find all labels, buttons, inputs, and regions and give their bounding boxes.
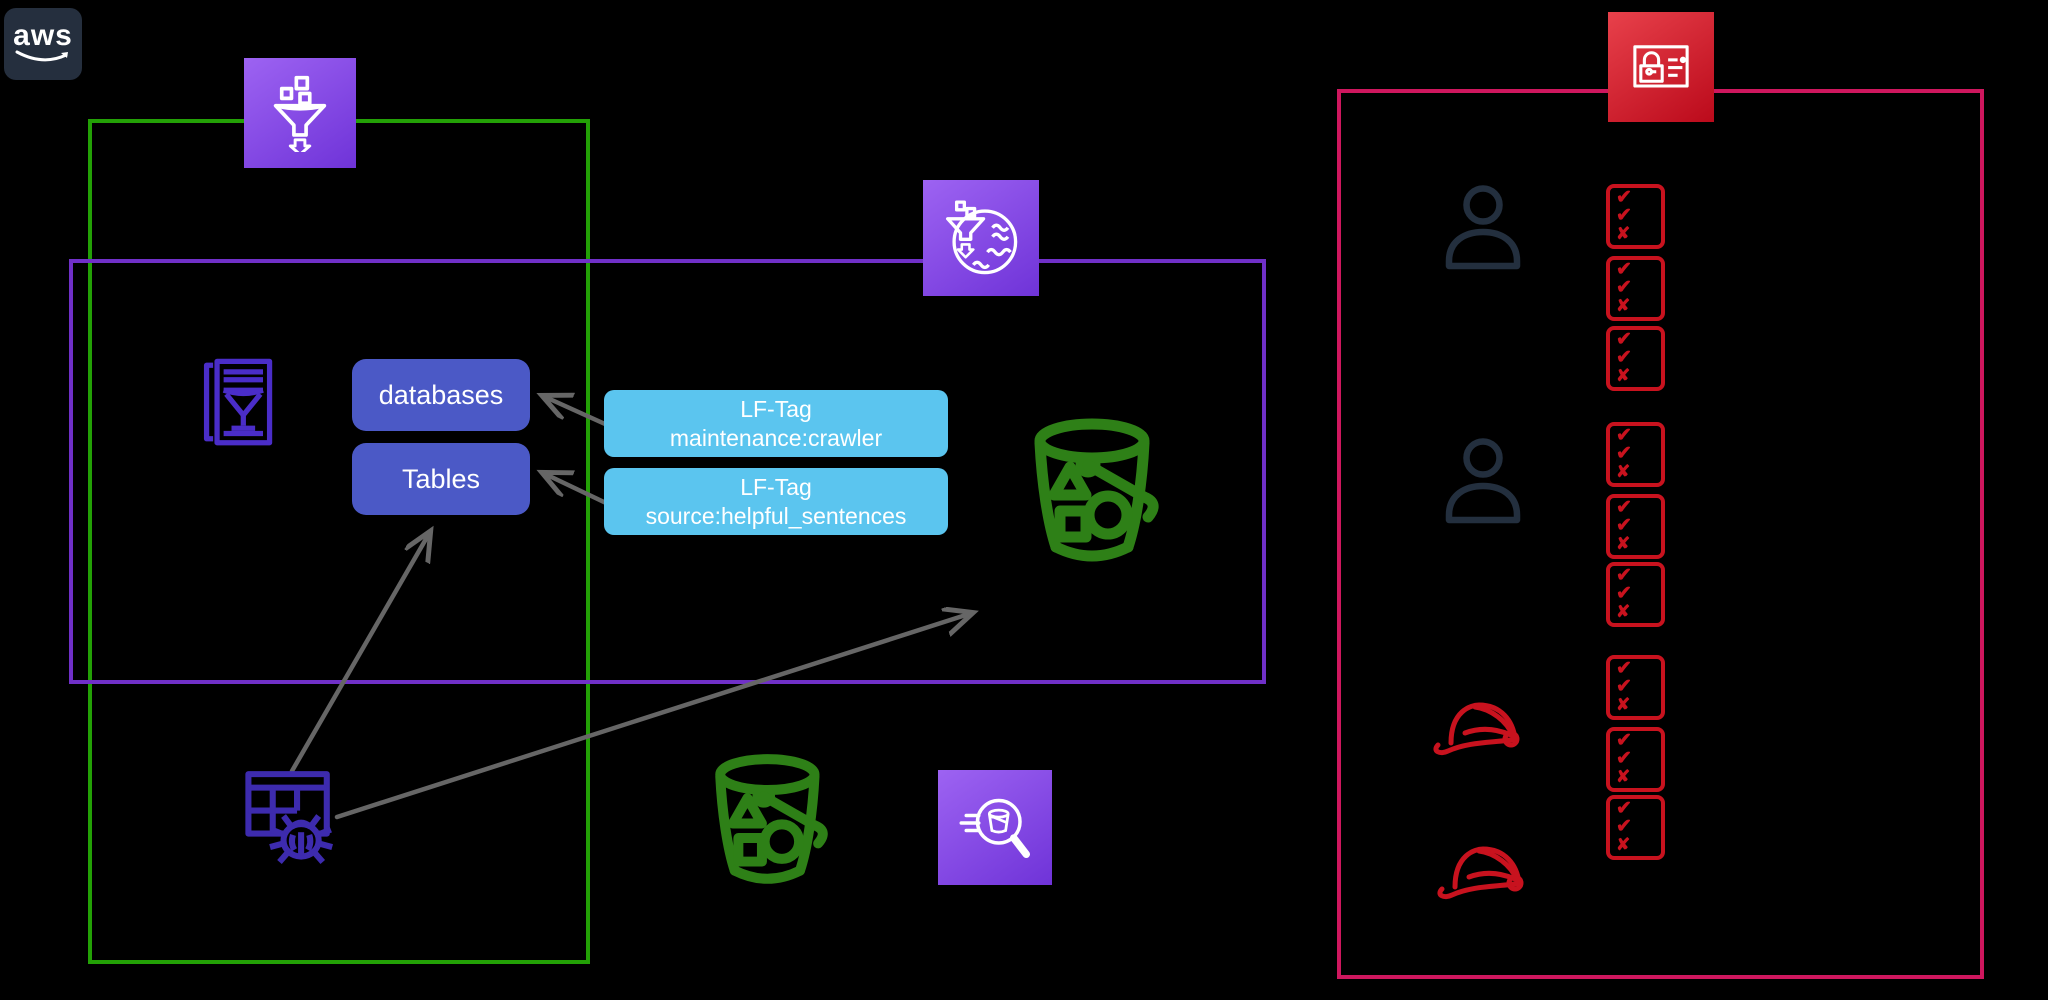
glue-crawler-icon [243,766,343,871]
aws-logo-text: aws [13,19,73,52]
permission-card: ✔ ✔ ✘ [1606,494,1665,559]
purple-lake-formation-box [69,259,1266,684]
permission-card: ✔ ✔ ✘ [1606,184,1665,249]
permission-card: ✔ ✔ ✘ [1606,326,1665,391]
user-icon [1440,182,1526,275]
aws-iam-icon [1608,12,1714,122]
permission-card: ✔ ✔ ✘ [1606,562,1665,627]
permission-card: ✔ ✔ ✘ [1606,256,1665,321]
hard-hat-icon [1434,838,1528,905]
databases-box: databases [352,359,530,431]
tables-label: Tables [401,463,481,494]
lf-tag-value: maintenance:crawler [669,424,883,451]
amazon-athena-icon [938,770,1052,885]
lf-tag-maintenance-box: LF-Tag maintenance:crawler [604,390,948,457]
s3-bucket-icon [703,751,839,901]
s3-bucket-icon [1028,414,1164,581]
lf-tag-title: LF-Tag [740,473,812,500]
aws-smile-icon [15,50,68,62]
aws-logo: aws [4,8,82,80]
glue-data-catalog-icon [200,356,284,453]
hard-hat-icon [1430,694,1524,761]
permission-card: ✔ ✔ ✘ [1606,655,1665,720]
permission-card: ✔ ✔ ✘ [1606,422,1665,487]
aws-glue-icon [244,58,356,168]
user-icon [1440,434,1526,529]
lf-tag-source-box: LF-Tag source:helpful_sentences [604,468,948,535]
lf-tag-value: source:helpful_sentences [645,502,907,529]
tables-box: Tables [352,443,530,515]
permission-card: ✔ ✔ ✘ [1606,795,1665,860]
aws-lake-formation-icon [923,180,1039,296]
databases-label: databases [378,379,504,410]
lf-tag-title: LF-Tag [740,395,812,422]
permission-card: ✔ ✔ ✘ [1606,727,1665,792]
